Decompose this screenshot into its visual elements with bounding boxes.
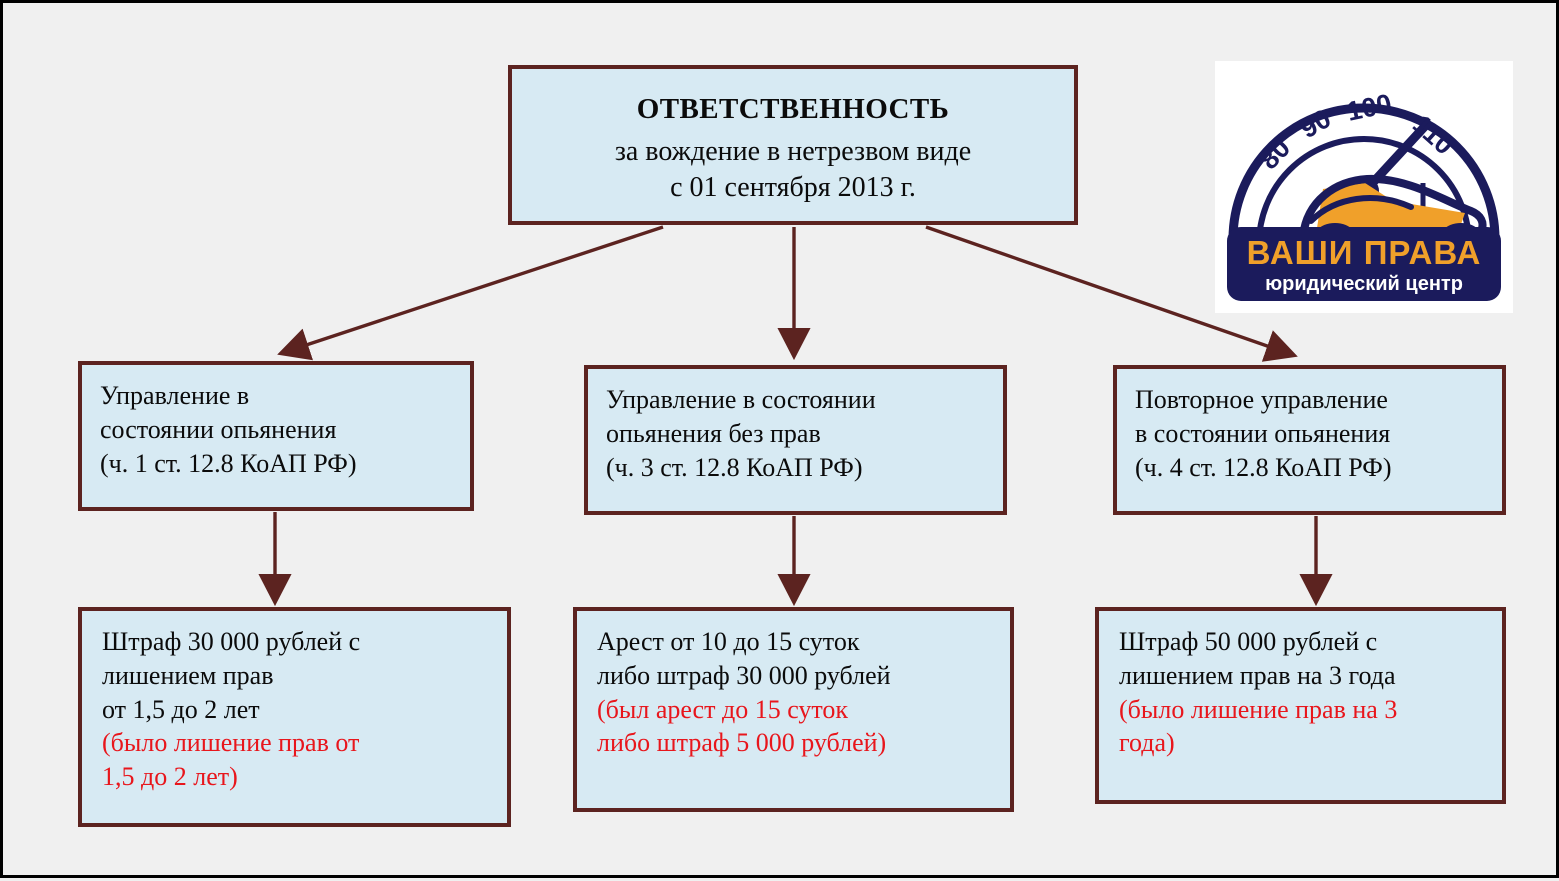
penalty-previous-line: (было лишение прав от	[102, 728, 360, 758]
penalty-current-line: Штраф 50 000 рублей с	[1119, 627, 1378, 656]
offense-box-part-4: Повторное управление в состоянии опьянен…	[1113, 365, 1506, 515]
penalty-box-part-3: Арест от 10 до 15 суток либо штраф 30 00…	[573, 607, 1014, 812]
title-line-3: с 01 сентября 2013 г.	[670, 172, 916, 204]
logo-brand: ВАШИ ПРАВА	[1247, 234, 1482, 271]
penalty-current-line: либо штраф 30 000 рублей	[597, 660, 891, 690]
offense-line: Управление в состоянии	[606, 385, 876, 414]
penalty-current-line: от 1,5 до 2 лет	[102, 694, 260, 724]
offense-line: Управление в	[100, 381, 250, 410]
offense-line: (ч. 3 ст. 12.8 КоАП РФ)	[606, 452, 863, 482]
penalty-previous-line: (было лишение прав на 3	[1119, 694, 1398, 724]
penalty-current-line: лишением прав	[102, 660, 274, 690]
offense-box-part-1: Управление в состоянии опьянения (ч. 1 с…	[78, 361, 474, 511]
title-line-2: за вождение в нетрезвом виде	[614, 135, 972, 167]
penalty-current-line: Штраф 30 000 рублей с	[102, 627, 361, 656]
penalty-previous-line: года)	[1119, 728, 1175, 758]
penalty-previous-line: либо штраф 5 000 рублей)	[597, 728, 887, 758]
logo-tagline: юридический центр	[1265, 273, 1463, 295]
arrow-title-to-part1	[277, 225, 664, 361]
penalty-current-line: Арест от 10 до 15 суток	[597, 627, 860, 656]
offense-line: в состоянии опьянения	[1135, 418, 1391, 448]
penalty-current-line: лишением прав на 3 года	[1119, 660, 1396, 690]
offense-line: Повторное управление	[1135, 385, 1388, 414]
offense-line: (ч. 1 ст. 12.8 КоАП РФ)	[100, 448, 357, 478]
penalty-box-part-1: Штраф 30 000 рублей с лишением прав от 1…	[78, 607, 511, 827]
offense-line: опьянения без прав	[606, 418, 821, 448]
title-line-1: ОТВЕТСТВЕННОСТЬ	[636, 93, 950, 125]
penalty-previous-line: 1,5 до 2 лет)	[102, 762, 238, 792]
penalty-previous-line: (был арест до 15 суток	[597, 694, 849, 724]
offense-line: (ч. 4 ст. 12.8 КоАП РФ)	[1135, 452, 1392, 482]
title-box: ОТВЕТСТВЕННОСТЬ за вождение в нетрезвом …	[508, 65, 1078, 225]
company-logo: 80 90 100 110 ВАШИ ПРАВА юридический цен…	[1215, 61, 1513, 313]
offense-line: состоянии опьянения	[100, 414, 337, 444]
logo-nameplate: ВАШИ ПРАВА юридический центр	[1227, 227, 1501, 301]
offense-box-part-3: Управление в состоянии опьянения без пра…	[584, 365, 1007, 515]
penalty-box-part-4: Штраф 50 000 рублей с лишением прав на 3…	[1095, 607, 1506, 804]
